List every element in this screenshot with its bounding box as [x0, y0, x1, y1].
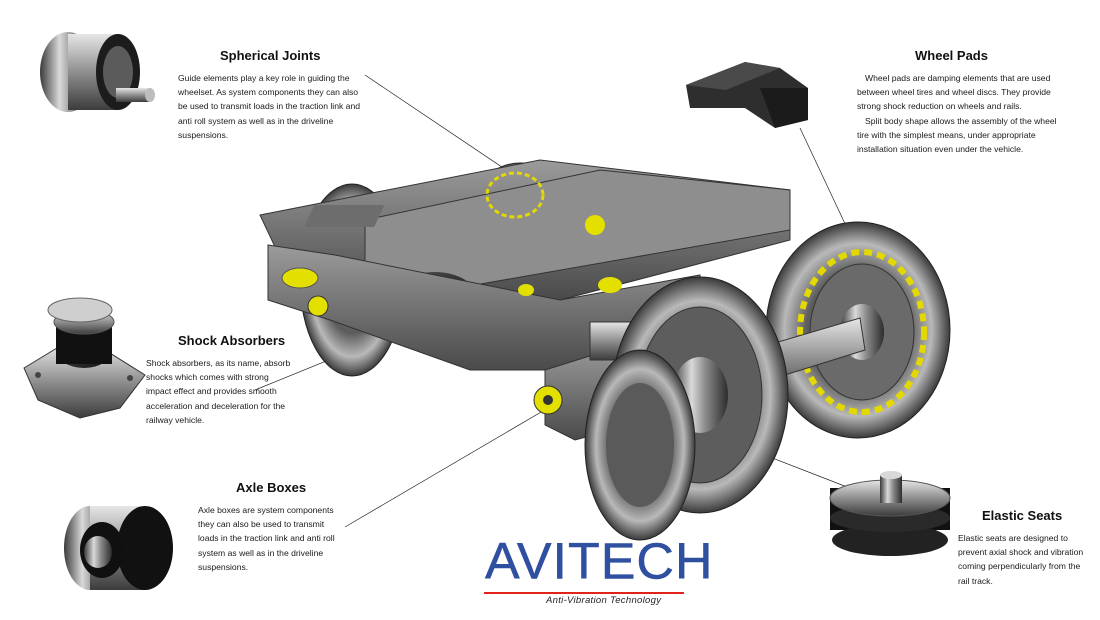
wheel-pad-image	[686, 62, 808, 128]
brand-logo-underline	[484, 592, 684, 594]
callout-title: Shock Absorbers	[178, 333, 286, 348]
callout-title: Axle Boxes	[236, 480, 307, 495]
axle-box-image	[64, 506, 173, 590]
brand-tagline: Anti-Vibration Technology	[546, 595, 662, 606]
callout-text: Wheel pads are damping elements that are…	[857, 73, 1051, 112]
elastic-seat-image	[829, 471, 951, 556]
callout-title: Elastic Seats	[982, 508, 1063, 523]
shock-absorber-image	[23, 297, 146, 419]
callout-spherical-joints: Spherical Joints Guide elements play a k…	[178, 48, 360, 142]
callout-title: Spherical Joints	[220, 48, 321, 63]
callout-axle-boxes: Axle Boxes Axle boxes are system compone…	[198, 480, 342, 574]
bogie-image	[259, 159, 951, 541]
leader-line-axle-boxes	[344, 407, 549, 528]
callout-text-2: Split body shape allows the assembly of …	[857, 115, 1057, 155]
spherical-joint-image	[40, 32, 155, 112]
callout-wheel-pads: Wheel Pads Wheel pads are damping elemen…	[857, 48, 1067, 156]
callout-text: Axle boxes are system components they ca…	[198, 505, 335, 572]
callout-text: Elastic seats are designed to prevent ax…	[958, 533, 1084, 586]
callout-elastic-seats: Elastic Seats Elastic seats are designed…	[958, 508, 1086, 588]
callout-title: Wheel Pads	[915, 48, 988, 63]
callout-shock-absorbers: Shock Absorbers Shock absorbers, as its …	[146, 333, 296, 427]
brand-logo-wordmark: AVITECH	[485, 533, 714, 591]
callout-text: Shock absorbers, as its name, absorb sho…	[146, 358, 291, 425]
callout-text: Guide elements play a key role in guidin…	[178, 73, 361, 140]
